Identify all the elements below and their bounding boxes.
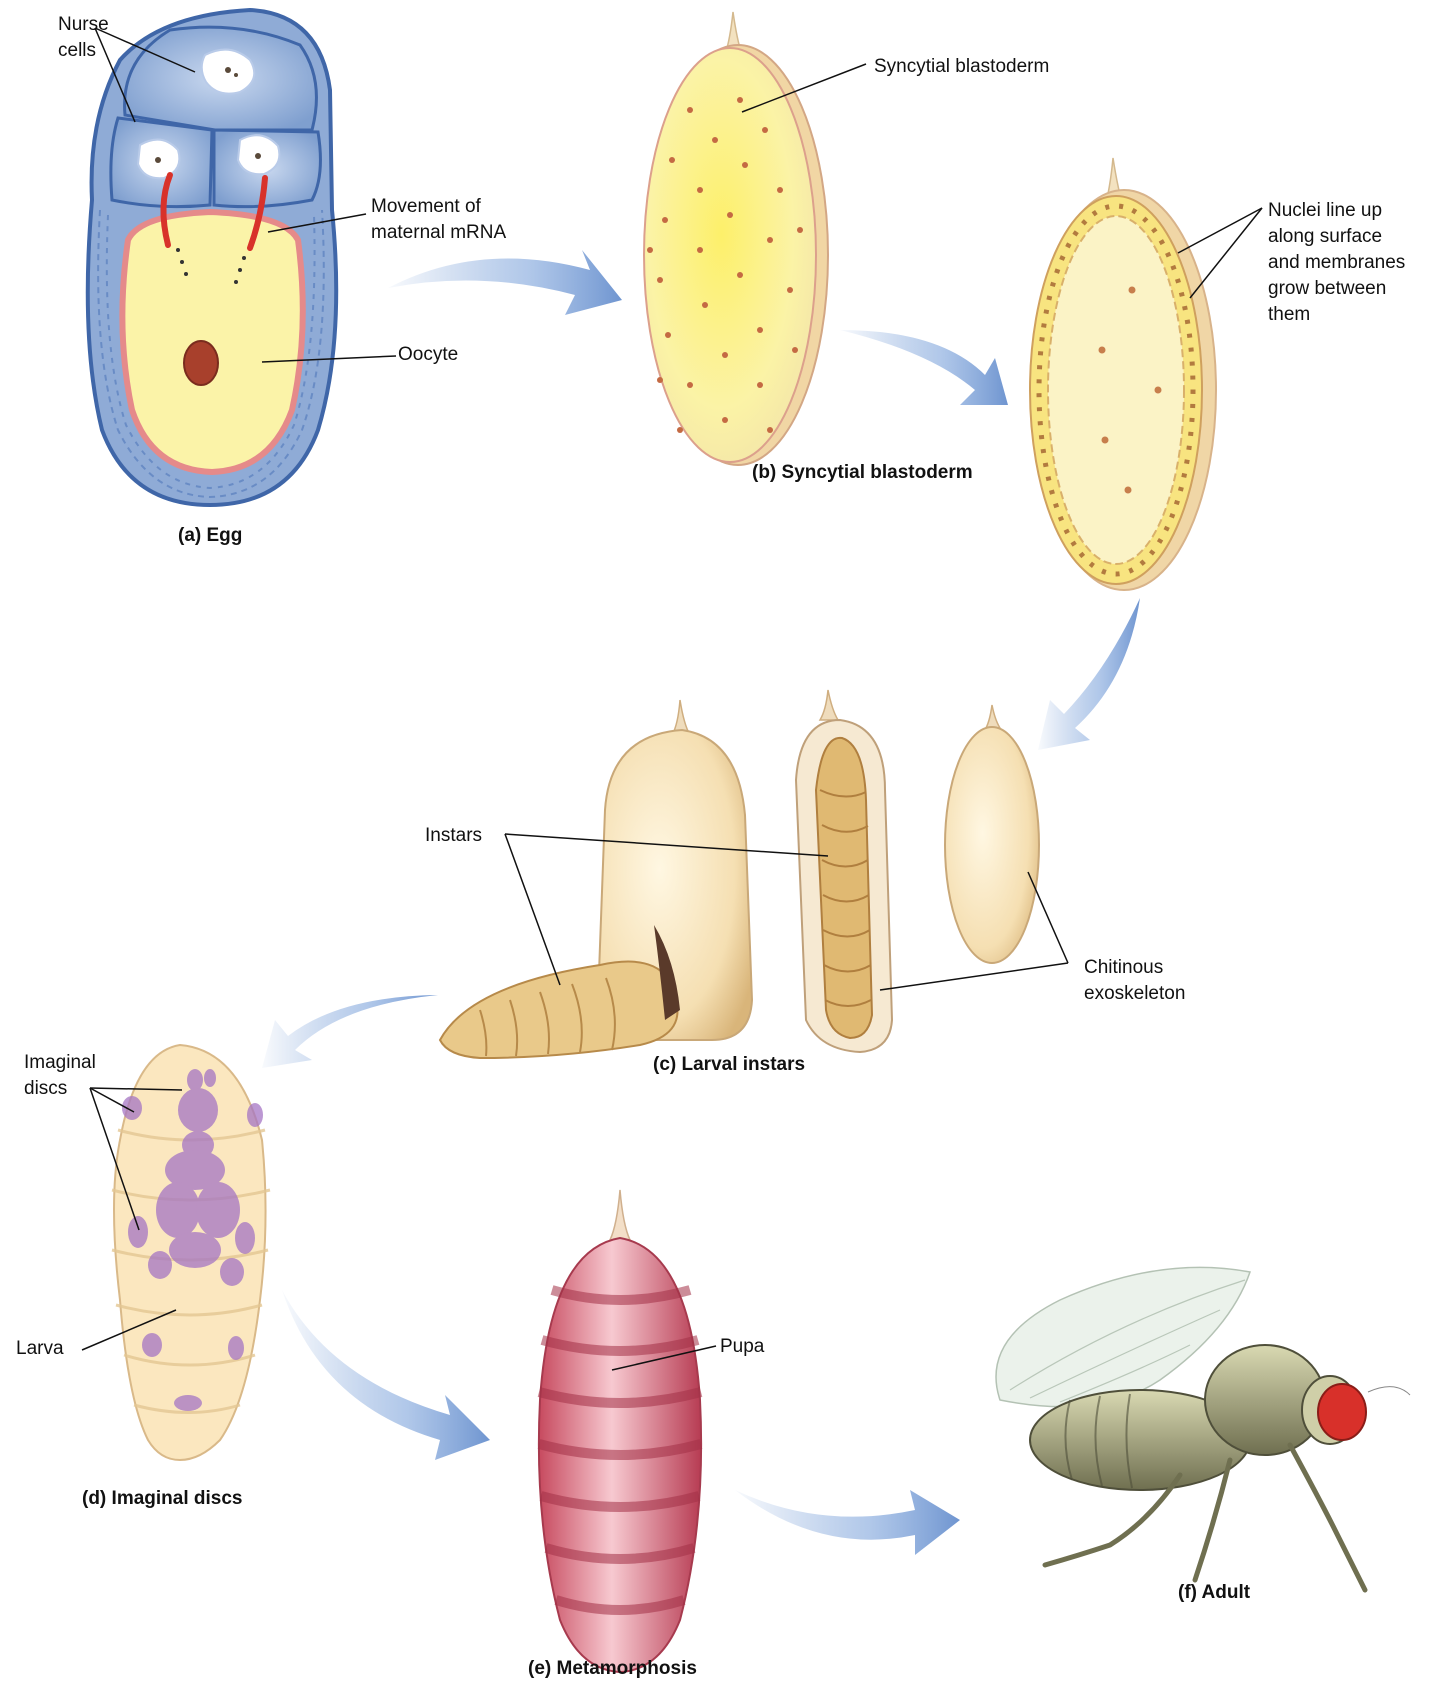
larva-label: Larva	[16, 1336, 64, 1362]
larva-in-casing	[816, 738, 872, 1038]
cellular-blastoderm-egg	[1030, 158, 1262, 590]
chitinous-exoskeleton-label: Chitinous exoskeleton	[1084, 955, 1185, 1007]
oocyte-label: Oocyte	[398, 342, 458, 368]
arrow-b-to-blastoderm	[840, 330, 1008, 405]
oocyte-nucleus	[184, 341, 218, 385]
arrow-c-to-d	[262, 995, 438, 1068]
caption-larval-instars: (c) Larval instars	[653, 1054, 805, 1076]
pupa-label: Pupa	[720, 1334, 764, 1360]
imaginal-discs-label: Imaginal discs	[24, 1050, 96, 1102]
caption-imaginal-discs: (d) Imaginal discs	[82, 1488, 242, 1510]
arrow-a-to-b	[388, 250, 622, 315]
larva-emerging	[440, 962, 678, 1058]
oocyte	[122, 212, 302, 472]
mrna-movement-label: Movement of maternal mRNA	[371, 194, 506, 246]
caption-egg: (a) Egg	[178, 525, 242, 547]
caption-adult: (f) Adult	[1178, 1582, 1250, 1604]
pupa-illustration	[539, 1190, 716, 1672]
arrow-to-larval	[1038, 598, 1140, 750]
nuclei-line-up-label: Nuclei line up along surface and membran…	[1268, 198, 1405, 328]
caption-syncytial-blastoderm: (b) Syncytial blastoderm	[752, 462, 973, 484]
adult-fly-illustration	[996, 1267, 1410, 1590]
nurse-cells-label: Nurse cells	[58, 12, 109, 64]
arrow-e-to-f	[735, 1490, 960, 1555]
larval-instars-illustration	[440, 690, 1068, 1058]
fly-eye	[1318, 1384, 1366, 1440]
imaginal-discs-larva	[82, 1045, 270, 1460]
caption-metamorphosis: (e) Metamorphosis	[528, 1658, 697, 1680]
syncytial-egg	[644, 12, 866, 465]
instars-label: Instars	[425, 823, 482, 849]
syncytial-blastoderm-label: Syncytial blastoderm	[874, 54, 1049, 80]
arrow-d-to-e	[282, 1290, 490, 1460]
egg-illustration	[88, 10, 336, 505]
